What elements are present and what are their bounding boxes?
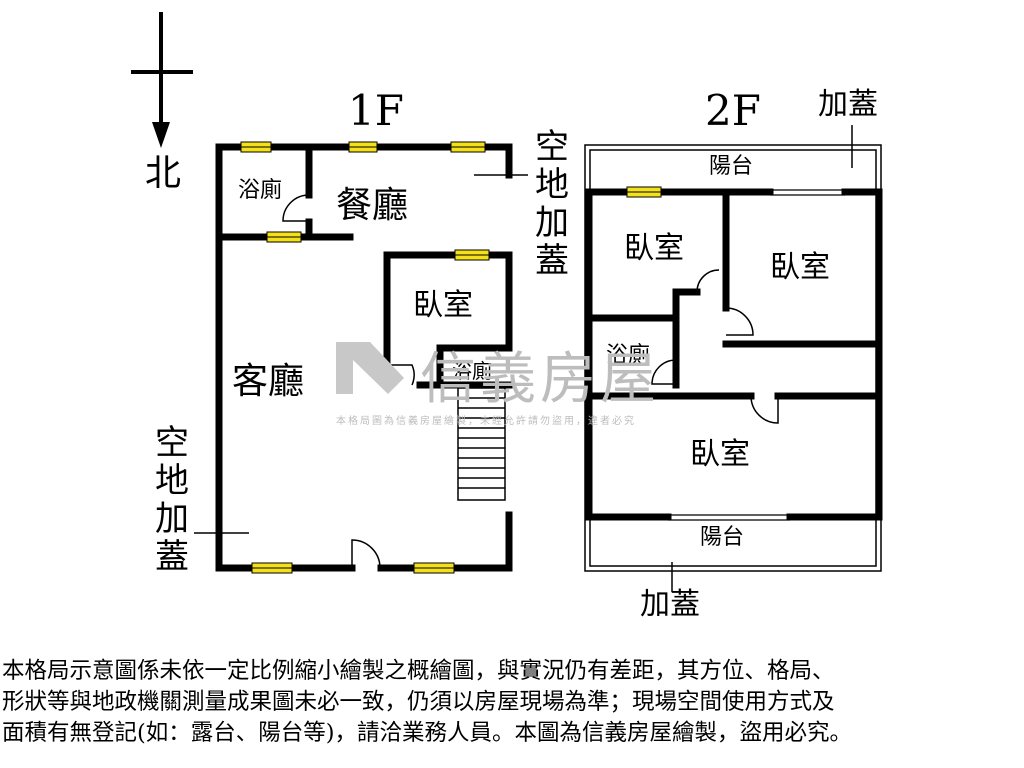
annex-label-top: 加蓋: [818, 87, 878, 122]
room-label-bath-inner: 浴廁: [452, 359, 492, 383]
floor-1-doors: [282, 194, 415, 569]
north-label: 北: [145, 153, 182, 194]
disclaimer-line: 本格局示意圖係未依一定比例縮小繪製之概繪圖，與實況仍有差距，其方位、格局、: [2, 658, 835, 684]
room-label-bedroom-s: 臥室: [690, 437, 750, 472]
annex-label-right: 空地加蓋: [535, 127, 569, 281]
floor-2-title: 2F: [705, 86, 761, 135]
annex-label-bottom: 加蓋: [640, 587, 700, 622]
floor-2-windows: [626, 186, 662, 198]
room-label-bath-2f: 浴廁: [606, 343, 651, 368]
room-label-bedroom-ne: 臥室: [770, 250, 830, 285]
balcony-label-bottom: 陽台: [700, 525, 745, 550]
floor-plan-drawing: [131, 12, 883, 592]
watermark-notice: 本格局圖為信義房屋繪製，未經允許請勿盜用，違者必究: [336, 416, 636, 427]
north-arrow-icon: [131, 12, 193, 148]
floor-2-walls: [585, 188, 883, 521]
room-label-bedroom: 臥室: [413, 288, 473, 323]
floor-2-doors: [651, 269, 779, 424]
floor-2-sliding-doors: [668, 189, 845, 521]
disclaimer-line: 面積有無登記(如：露台、陽台等)，請洽業務人員。本圖為信義房屋繪製，盜用必究。: [2, 720, 853, 746]
watermark-brand: 信義房屋: [420, 347, 660, 412]
floor-1-windows: [240, 141, 490, 574]
floor-1-stairs: [457, 387, 506, 501]
room-label-bedroom-nw: 臥室: [624, 231, 684, 266]
balcony-label-top: 陽台: [709, 154, 754, 179]
disclaimer-line: 形狀等與地政機關測量成果圖未必一致，仍須以房屋現場為準；現場空間使用方式及: [2, 689, 835, 715]
room-label-bath: 浴廁: [238, 178, 283, 203]
annex-label-left: 空地加蓋: [155, 423, 189, 577]
room-label-living: 客廳: [232, 361, 305, 402]
floor-1-title: 1F: [348, 86, 404, 135]
room-label-dining: 餐廳: [336, 185, 409, 226]
watermark-logo-icon: [336, 342, 404, 394]
disclaimer-text: 本格局示意圖係未依一定比例縮小繪製之概繪圖，與實況仍有差距，其方位、格局、 形狀…: [2, 656, 1022, 749]
